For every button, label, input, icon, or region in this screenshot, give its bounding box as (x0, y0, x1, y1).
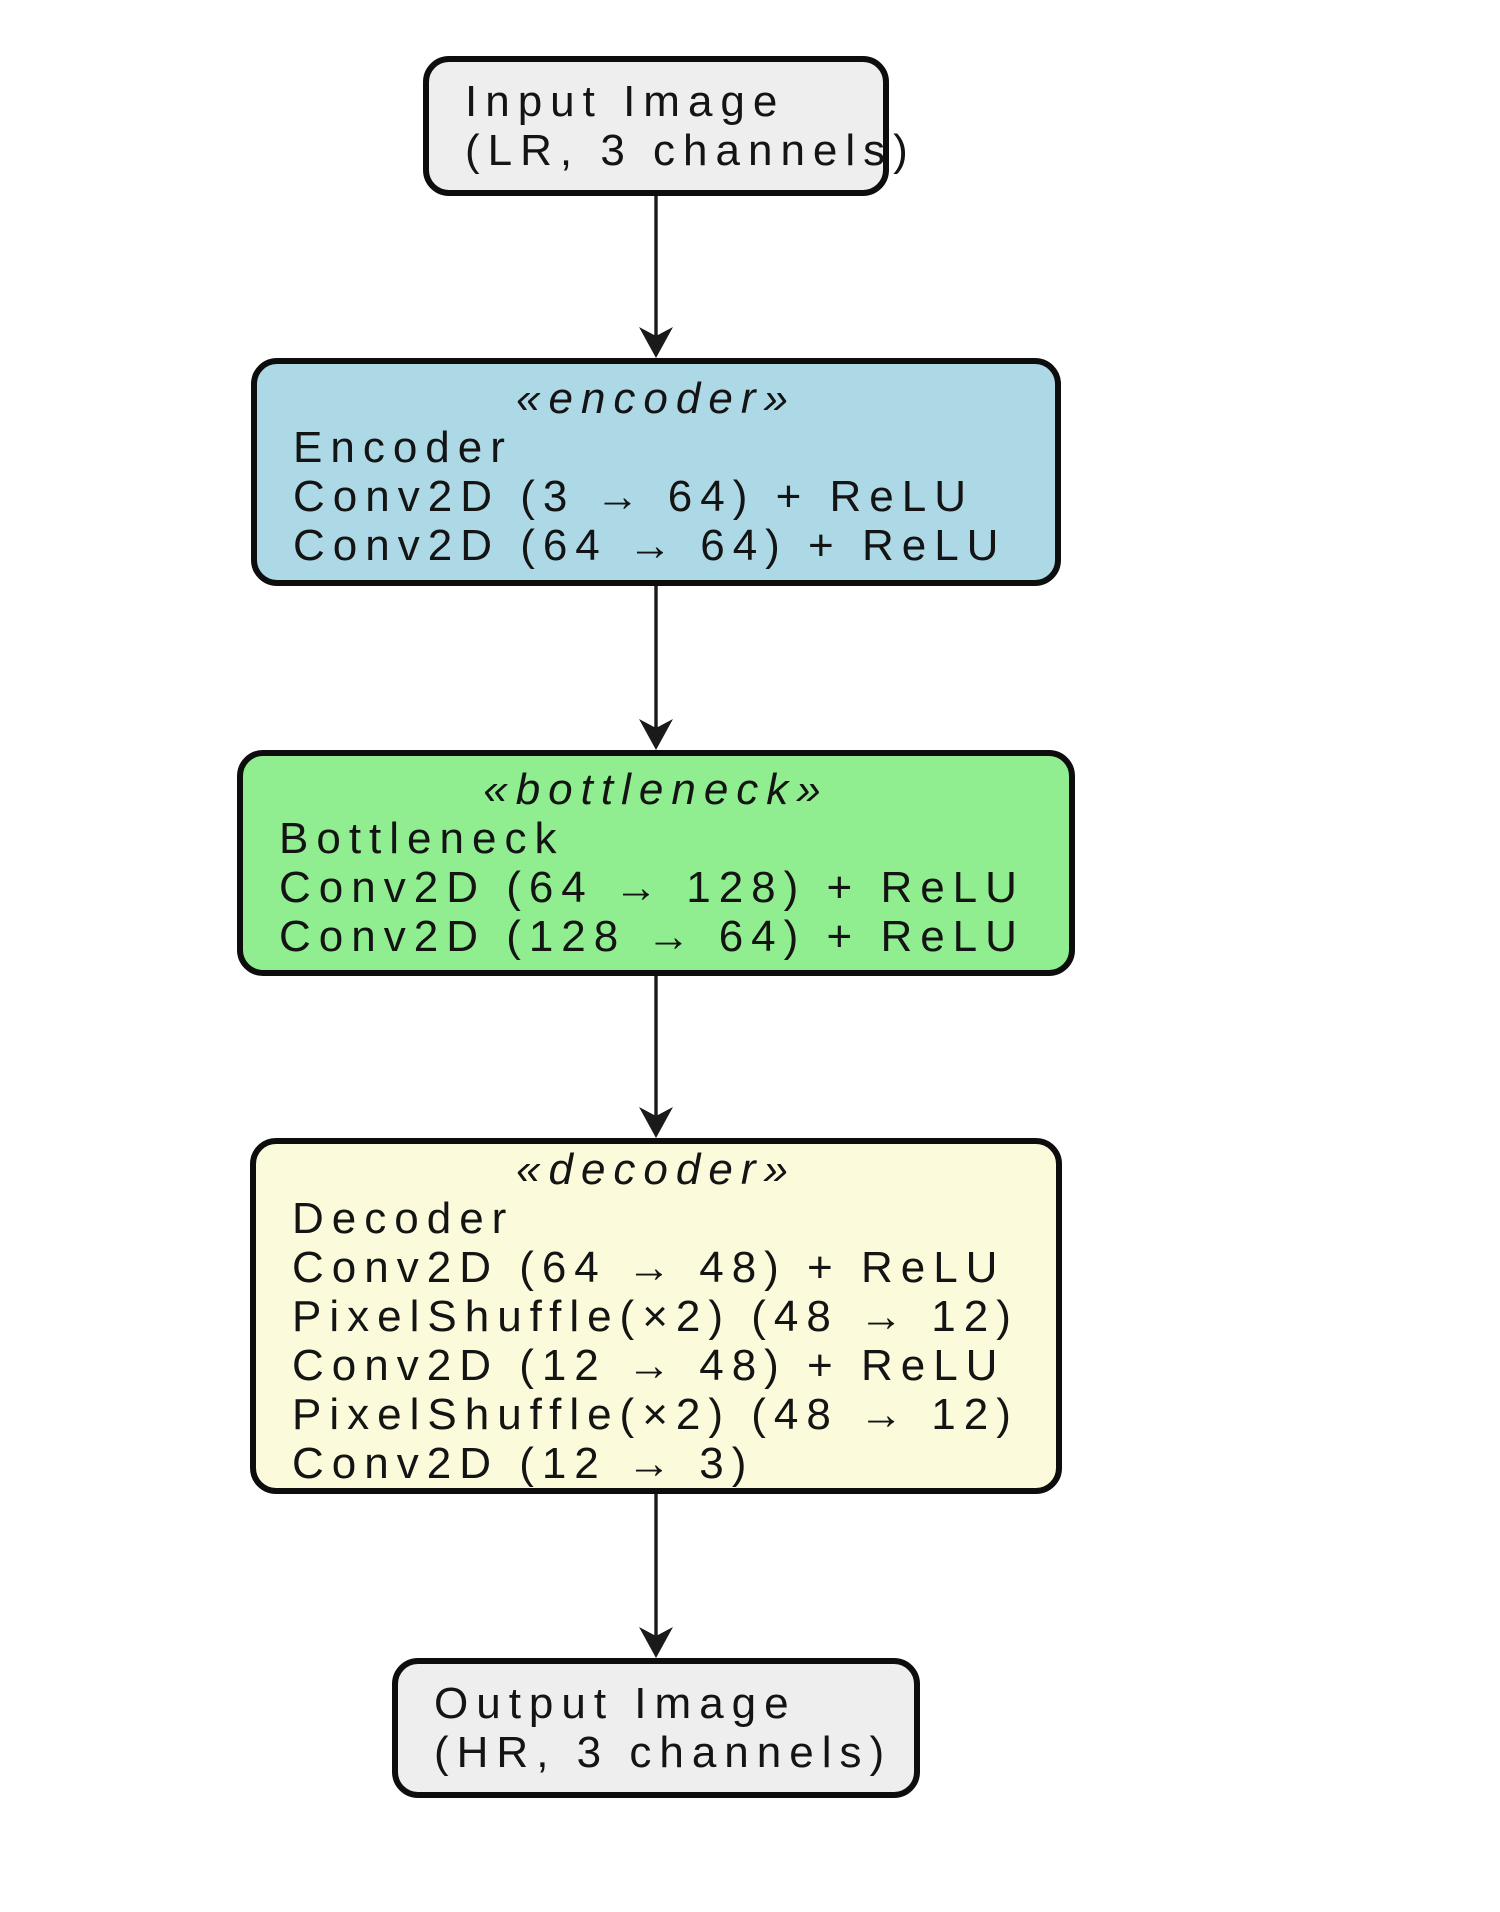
node-encoder-layer-2: Conv2D (64 → 64) + ReLU (293, 521, 1007, 570)
node-output-line-2: (HR, 3 channels) (434, 1728, 893, 1777)
node-decoder-layer-5: Conv2D (12 → 3) (292, 1438, 755, 1488)
node-decoder-layer-2: PixelShuffle(×2) (48 → 12) (292, 1291, 1019, 1341)
node-encoder: «encoder» Encoder Conv2D (3 → 64) + ReLU… (251, 358, 1061, 586)
flow-arrow-bottleneck-to-decoder (639, 976, 673, 1138)
node-output-image: Output Image (HR, 3 channels) (392, 1658, 920, 1798)
node-bottleneck-layer-2: Conv2D (128 → 64) + ReLU (279, 912, 1025, 961)
node-input-line-2: (LR, 3 channels) (465, 126, 916, 175)
node-bottleneck-title: Bottleneck (279, 814, 565, 863)
node-decoder-stereotype: «decoder» (516, 1144, 796, 1194)
node-input-line-1: Input Image (465, 77, 786, 126)
node-encoder-stereotype: «encoder» (516, 374, 796, 423)
flow-arrow-input-to-encoder (639, 196, 673, 358)
node-decoder-layer-1: Conv2D (64 → 48) + ReLU (292, 1242, 1006, 1292)
node-input-image: Input Image (LR, 3 channels) (423, 56, 916, 196)
node-bottleneck: «bottleneck» Bottleneck Conv2D (64 → 128… (237, 750, 1075, 976)
node-encoder-layer-1: Conv2D (3 → 64) + ReLU (293, 472, 974, 521)
node-decoder-layer-3: Conv2D (12 → 48) + ReLU (292, 1340, 1006, 1390)
flow-arrow-decoder-to-output (639, 1494, 673, 1658)
node-decoder: «decoder» Decoder Conv2D (64 → 48) + ReL… (250, 1138, 1062, 1494)
node-encoder-title: Encoder (293, 423, 513, 472)
node-bottleneck-stereotype: «bottleneck» (483, 765, 829, 814)
node-output-line-1: Output Image (434, 1679, 797, 1728)
flow-arrow-encoder-to-bottleneck (639, 586, 673, 750)
node-bottleneck-layer-1: Conv2D (64 → 128) + ReLU (279, 863, 1025, 912)
node-decoder-title: Decoder (292, 1193, 515, 1243)
node-decoder-layer-4: PixelShuffle(×2) (48 → 12) (292, 1389, 1019, 1439)
